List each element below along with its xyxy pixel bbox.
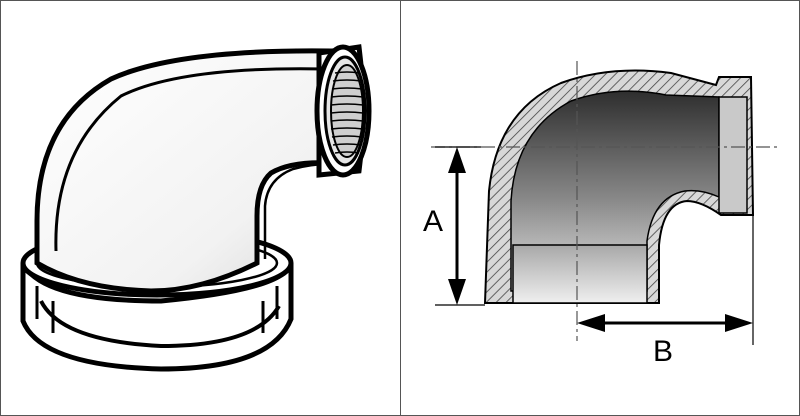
outlet-end [314, 44, 372, 178]
dimension-a-label: A [423, 205, 443, 238]
elbow-section-diagram: A B [423, 61, 777, 368]
lower-threaded-bore [512, 244, 648, 304]
dimension-b-label: B [653, 335, 673, 368]
elbow-body [34, 48, 334, 294]
elbow-section-view-panel: A B [401, 1, 800, 415]
internal-thread [330, 71, 364, 154]
elbow-3d-view-panel [1, 1, 401, 415]
section-interior [510, 90, 720, 292]
dimension-a: A [423, 147, 466, 305]
dimension-b: B [577, 314, 753, 368]
center-lines [431, 61, 777, 341]
right-threaded-bore [718, 96, 748, 214]
extension-lines [435, 146, 754, 345]
elbow-3d-illustration [20, 44, 372, 372]
